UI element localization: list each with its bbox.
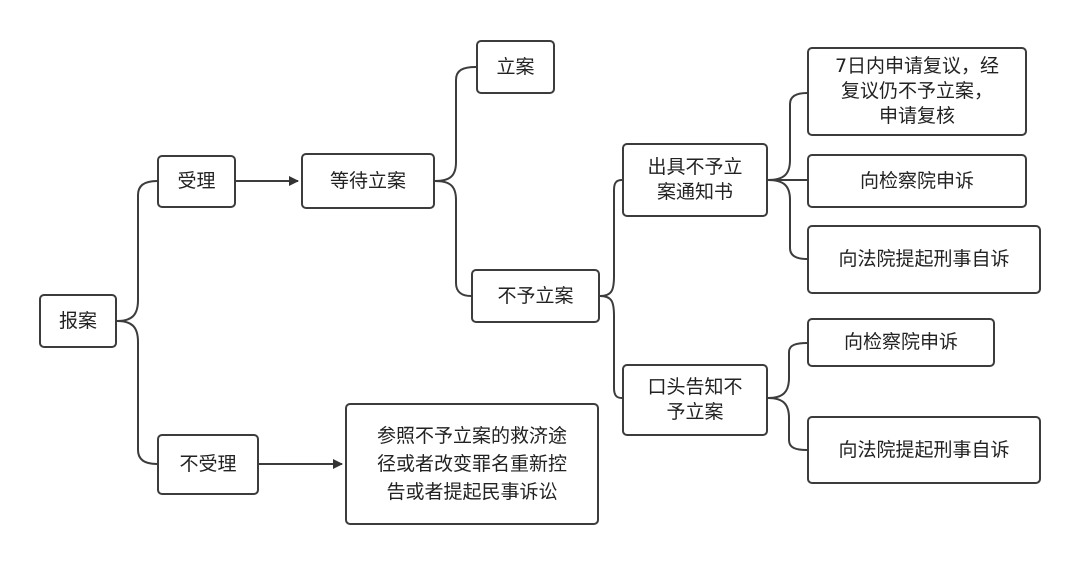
node-court-2: 向法院提起刑事自诉	[807, 416, 1041, 484]
node-wait: 等待立案	[301, 153, 435, 209]
node-accept: 受理	[157, 155, 236, 208]
edge-notice-court1	[767, 179, 808, 260]
node-court-1: 向法院提起刑事自诉	[807, 225, 1041, 294]
edge-report-accept	[116, 180, 158, 322]
edge-nofile-oral	[599, 295, 623, 399]
node-notice: 出具不予立 案通知书	[622, 143, 768, 217]
node-procuratorate-1: 向检察院申诉	[807, 154, 1027, 208]
edge-notice-review	[767, 92, 808, 181]
edge-wait-nofile	[434, 180, 472, 297]
node-reject: 不受理	[157, 434, 259, 495]
node-oral: 口头告知不 予立案	[622, 364, 768, 436]
node-remedy: 参照不予立案的救济途 径或者改变罪名重新控 告或者提起民事诉讼	[345, 403, 599, 525]
edge-oral-court2	[767, 397, 808, 451]
node-report: 报案	[39, 294, 117, 348]
node-file: 立案	[476, 40, 555, 94]
node-nofile: 不予立案	[471, 269, 600, 323]
edge-wait-file	[434, 66, 477, 182]
edge-nofile-notice	[599, 179, 623, 297]
node-procuratorate-2: 向检察院申诉	[807, 318, 995, 367]
edge-report-reject	[116, 320, 158, 465]
edge-oral-proc2	[767, 342, 808, 399]
node-review: 7日内申请复议，经 复议仍不予立案， 申请复核	[807, 47, 1027, 136]
